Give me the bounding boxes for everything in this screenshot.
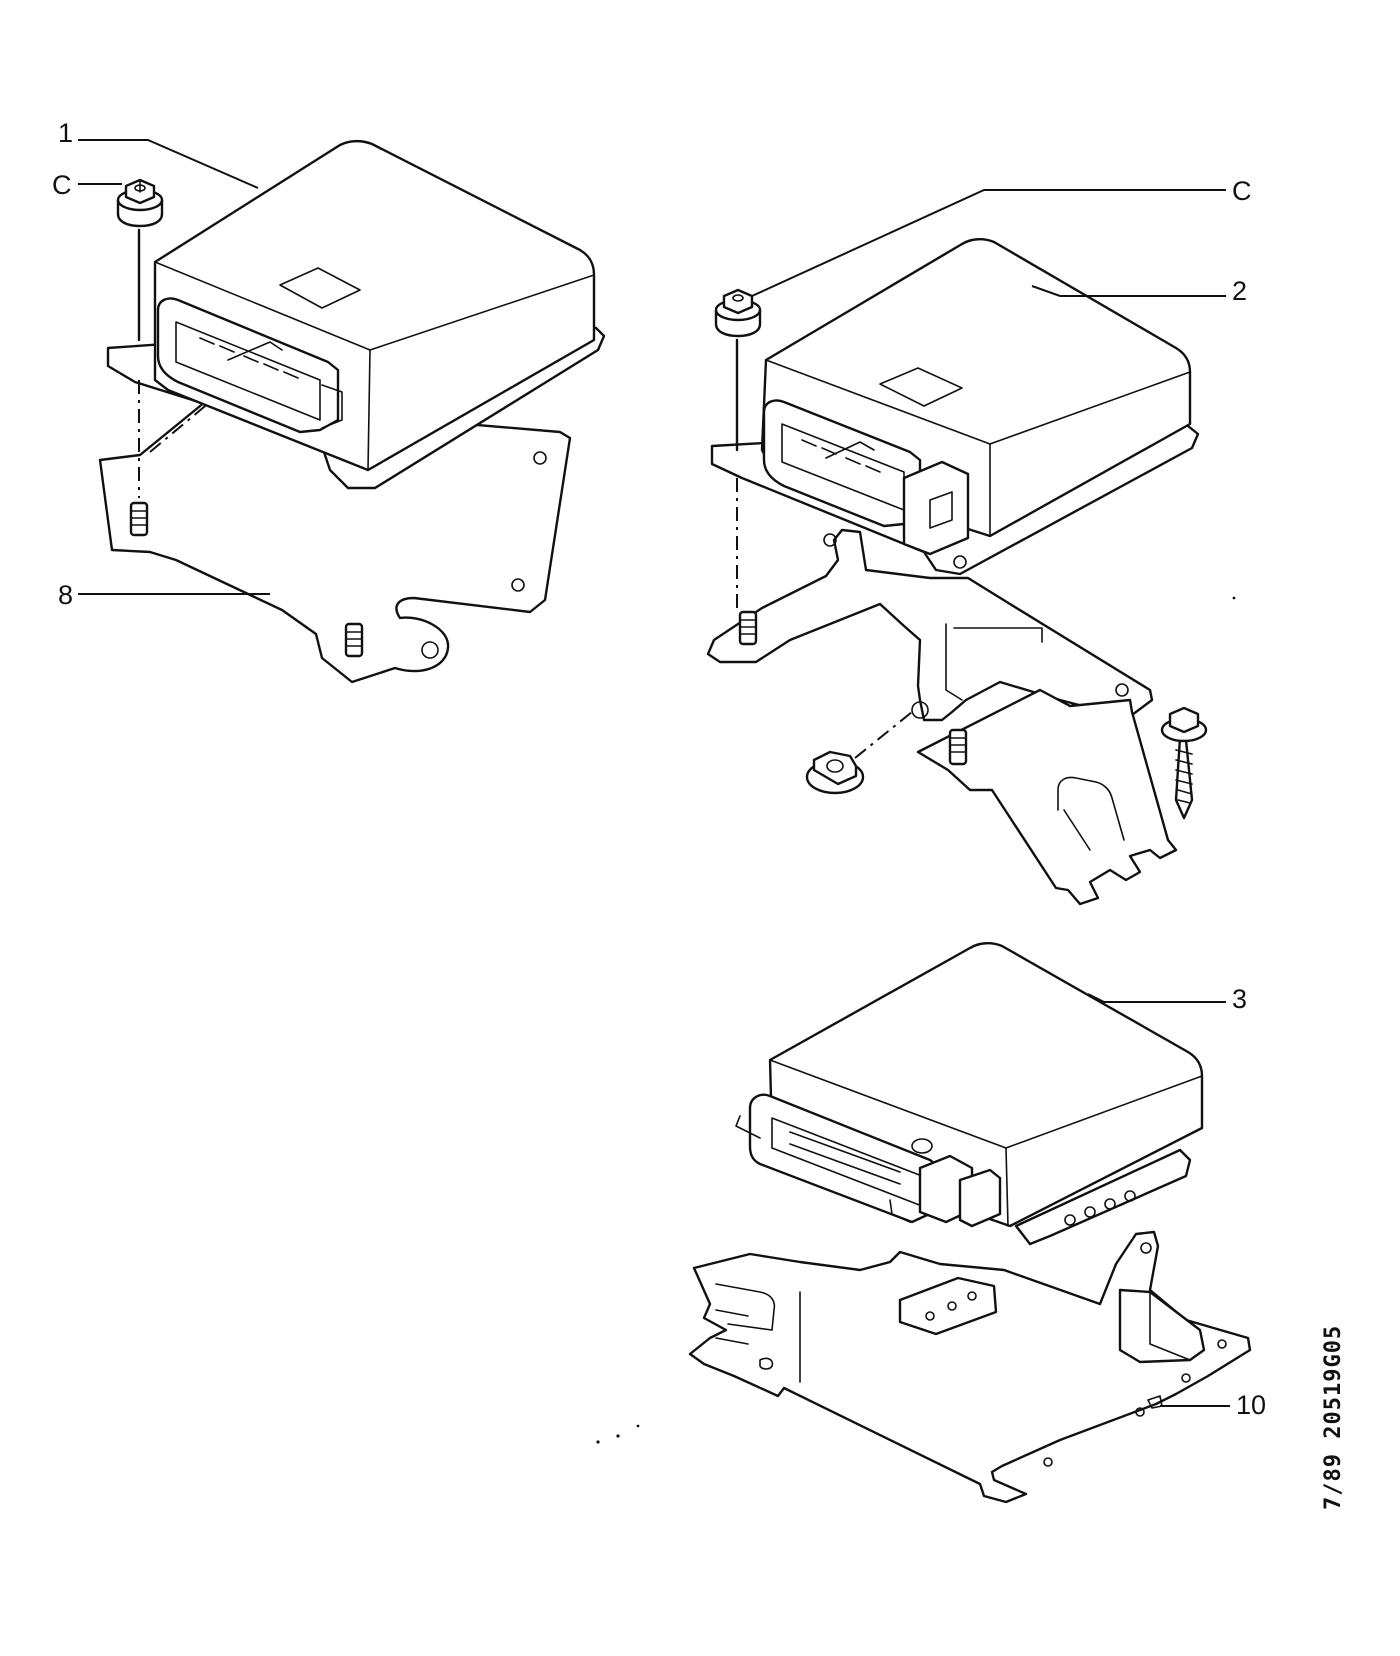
stud: [129, 501, 149, 537]
leader-lines: [78, 139, 1230, 1407]
callout-2: 2: [1232, 276, 1247, 306]
callout-c-left: C: [52, 170, 72, 200]
stud: [344, 622, 364, 658]
control-unit-1: [106, 139, 606, 490]
nut-c-right: [714, 288, 762, 338]
callout-c-right: C: [1232, 176, 1252, 206]
control-unit-3: [735, 942, 1204, 1246]
reference-code: 7/89 20519G05: [1321, 1325, 1346, 1510]
nut-axis: [854, 711, 913, 759]
callout-1: 1: [58, 118, 73, 148]
leader-2: [1031, 285, 1226, 297]
mounting-plate-10: [688, 1230, 1252, 1504]
bracket-lower-2: [706, 528, 1154, 722]
callout-8: 8: [58, 580, 73, 610]
callout-10: 10: [1236, 1390, 1266, 1420]
self-tapping-screw: [1160, 706, 1208, 820]
bracket-8: [98, 400, 572, 684]
assembly-line-left-2: [149, 401, 211, 453]
nut-c-left: [116, 178, 164, 228]
stud: [948, 728, 968, 766]
tilt-bracket: [916, 688, 1178, 906]
stud: [738, 610, 758, 646]
leader-c-right: [751, 189, 1226, 297]
control-unit-2: [710, 238, 1200, 576]
leader-3: [1087, 993, 1226, 1003]
print-specks: [596, 596, 1236, 1444]
flange-nut: [805, 750, 865, 795]
leader-1: [78, 139, 259, 189]
callout-3: 3: [1232, 984, 1247, 1014]
